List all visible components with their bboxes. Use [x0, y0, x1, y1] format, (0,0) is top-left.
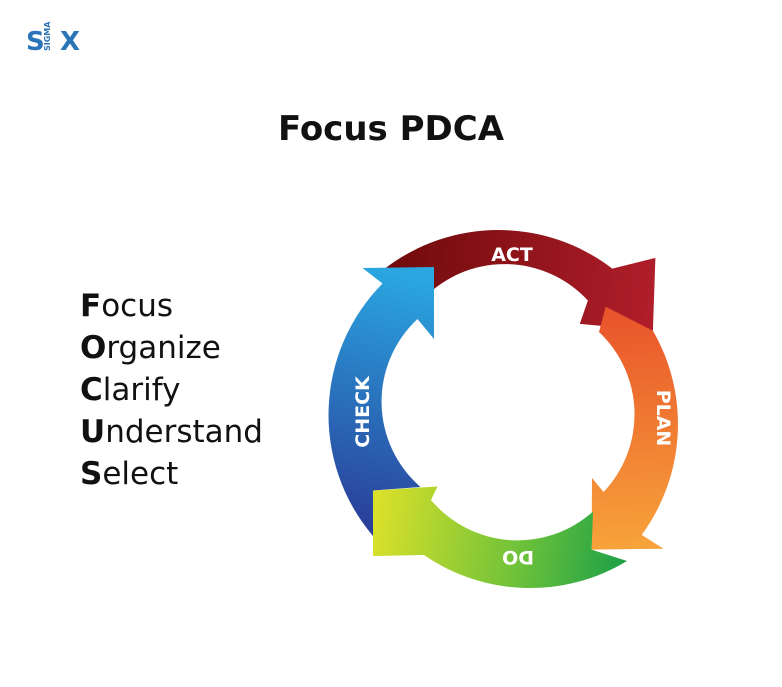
focus-rest: elect — [102, 456, 179, 492]
pdca-cycle-diagram: ACT PLAN DO CHECK — [328, 230, 678, 589]
sixsigma-logo: S SIGMA X — [26, 22, 82, 57]
check-arrow — [328, 267, 434, 536]
focus-letter: C — [80, 372, 103, 408]
logo-letter-x: X — [60, 27, 81, 57]
act-arrow — [384, 230, 656, 331]
focus-item-understand: Understand — [80, 411, 263, 453]
focus-letter: U — [80, 414, 106, 450]
logo-sigma-text: SIGMA — [43, 21, 52, 51]
focus-rest: nderstand — [105, 414, 263, 450]
focus-letter: O — [80, 330, 107, 366]
plan-arrow — [591, 306, 678, 550]
page-title: Focus PDCA — [277, 109, 505, 149]
label-act: ACT — [491, 244, 533, 266]
label-do: DO — [502, 546, 534, 568]
label-check: CHECK — [352, 375, 374, 448]
focus-letter: S — [80, 456, 103, 492]
focus-item-clarify: Clarify — [80, 369, 263, 411]
do-arrow — [373, 486, 627, 589]
focus-rest: rganize — [106, 330, 221, 366]
logo-letter-s: S — [26, 27, 45, 57]
focus-item-organize: Organize — [80, 327, 263, 369]
focus-acronym-list: Focus Organize Clarify Understand Select — [80, 285, 263, 495]
focus-item-select: Select — [80, 453, 263, 495]
label-plan: PLAN — [652, 390, 674, 447]
focus-item-focus: Focus — [80, 285, 263, 327]
focus-rest: ocus — [101, 288, 173, 324]
focus-rest: larify — [102, 372, 181, 408]
focus-letter: F — [80, 288, 102, 324]
